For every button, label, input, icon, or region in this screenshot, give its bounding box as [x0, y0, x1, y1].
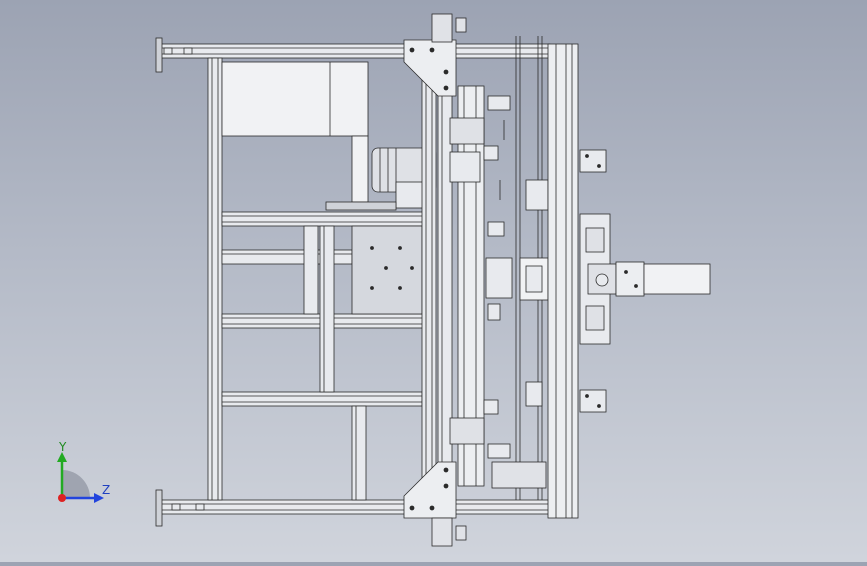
inner-vertical-members	[303, 225, 367, 501]
left-frame-post	[207, 57, 223, 501]
y-axis-label: Y	[59, 440, 67, 454]
triad-axes	[57, 452, 104, 503]
cross-members	[221, 211, 433, 407]
middle-tooling	[485, 179, 549, 489]
coordinate-triad: Y Z	[46, 440, 116, 510]
mounting-plate	[351, 225, 423, 315]
motor	[325, 147, 437, 211]
z-axis-label: Z	[102, 483, 111, 497]
linear-guide	[449, 85, 511, 487]
main-vertical-column	[421, 57, 453, 501]
right-extension-arm	[587, 261, 711, 297]
top-gusset-plate	[403, 13, 467, 97]
housing-block	[221, 61, 369, 137]
bottom-gusset-plate	[403, 461, 467, 547]
right-mount-blocks	[579, 149, 611, 413]
right-rail-column	[547, 43, 579, 519]
